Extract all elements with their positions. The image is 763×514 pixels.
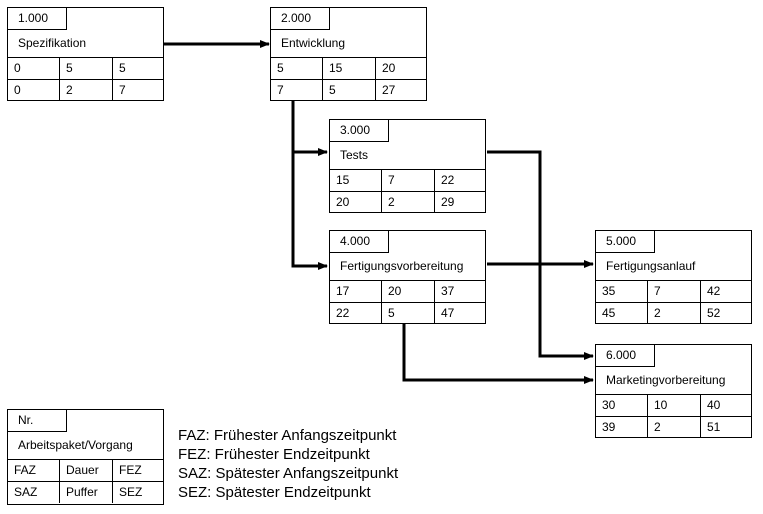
dauer-value: 5 bbox=[60, 58, 113, 79]
node-tests: 3.000 Tests 15 7 22 20 2 29 bbox=[329, 119, 486, 213]
legend-name-label: Arbeitspaket/Vorgang bbox=[18, 438, 133, 452]
node-id: 5.000 bbox=[596, 231, 655, 253]
node-values: 15 7 22 20 2 29 bbox=[330, 169, 485, 213]
puffer-value: 2 bbox=[648, 303, 701, 324]
dauer-value: 10 bbox=[648, 395, 701, 416]
legend-faz: FAZ bbox=[8, 460, 60, 481]
fez-value: 42 bbox=[707, 284, 721, 298]
faz-value: 30 bbox=[596, 395, 648, 416]
arrow-3-to-6 bbox=[487, 150, 594, 360]
node-name: Marketingvorbereitung bbox=[606, 373, 726, 387]
node-name: Tests bbox=[340, 148, 369, 162]
faz-value: 0 bbox=[8, 58, 60, 79]
puffer-value: 2 bbox=[382, 192, 435, 213]
node-id: 3.000 bbox=[330, 120, 389, 142]
legend-values: FAZ Dauer FEZ SAZ Puffer SEZ bbox=[8, 459, 163, 503]
saz-value: 7 bbox=[271, 80, 323, 101]
saz-value: 45 bbox=[596, 303, 648, 324]
saz-value: 20 bbox=[330, 192, 382, 213]
node-entwicklung: 2.000 Entwicklung 5 15 20 7 5 27 bbox=[270, 7, 427, 101]
sez-value: 52 bbox=[707, 306, 721, 320]
node-id: 1.000 bbox=[8, 8, 67, 30]
dauer-value: 7 bbox=[648, 281, 701, 302]
fez-value: 37 bbox=[441, 284, 455, 298]
legend-definition-sez: SEZ: Spätester Endzeitpunkt bbox=[178, 484, 371, 501]
node-values: 35 7 42 45 2 52 bbox=[596, 280, 751, 324]
sez-value: 29 bbox=[441, 195, 455, 209]
faz-value: 15 bbox=[330, 170, 382, 191]
arrow-2-to-3 bbox=[291, 101, 328, 156]
legend-definition-saz: SAZ: Spätester Anfangszeitpunkt bbox=[178, 465, 399, 482]
saz-value: 22 bbox=[330, 303, 382, 324]
dauer-value: 15 bbox=[323, 58, 376, 79]
fez-value: 20 bbox=[382, 61, 396, 75]
legend-dauer: Dauer bbox=[60, 460, 113, 481]
legend-puffer: Puffer bbox=[60, 482, 113, 503]
node-values: 17 20 37 22 5 47 bbox=[330, 280, 485, 324]
puffer-value: 2 bbox=[60, 80, 113, 101]
node-fertigungsvorbereitung: 4.000 Fertigungsvorbereitung 17 20 37 22… bbox=[329, 230, 486, 324]
dauer-value: 20 bbox=[382, 281, 435, 302]
legend-definitions: FAZ: Frühester Anfangszeitpunkt FEZ: Frü… bbox=[178, 426, 398, 502]
sez-value: 47 bbox=[441, 306, 455, 320]
sez-value: 27 bbox=[382, 83, 396, 97]
legend-node-template: Nr. Arbeitspaket/Vorgang FAZ Dauer FEZ S… bbox=[7, 409, 164, 505]
legend-definition-faz: FAZ: Frühester Anfangszeitpunkt bbox=[178, 427, 397, 444]
fez-value: 22 bbox=[441, 173, 455, 187]
arrow-4-to-6 bbox=[402, 323, 594, 384]
arrow-2-to-4 bbox=[291, 152, 328, 270]
node-id: 2.000 bbox=[271, 8, 330, 30]
node-id: 6.000 bbox=[596, 345, 655, 367]
puffer-value: 5 bbox=[323, 80, 376, 101]
node-name: Fertigungsvorbereitung bbox=[340, 259, 464, 273]
faz-value: 35 bbox=[596, 281, 648, 302]
node-name: Spezifikation bbox=[18, 36, 87, 50]
faz-value: 5 bbox=[271, 58, 323, 79]
node-name: Entwicklung bbox=[281, 36, 346, 50]
faz-value: 17 bbox=[330, 281, 382, 302]
saz-value: 39 bbox=[596, 417, 648, 438]
node-id: 4.000 bbox=[330, 231, 389, 253]
node-marketingvorbereitung: 6.000 Marketingvorbereitung 30 10 40 39 … bbox=[595, 344, 752, 438]
puffer-value: 2 bbox=[648, 417, 701, 438]
node-values: 5 15 20 7 5 27 bbox=[271, 57, 426, 101]
sez-value: 51 bbox=[707, 420, 721, 434]
sez-value: 7 bbox=[119, 83, 126, 97]
node-values: 0 5 5 0 2 7 bbox=[8, 57, 163, 101]
node-values: 30 10 40 39 2 51 bbox=[596, 394, 751, 438]
legend-definition-fez: FEZ: Frühester Endzeitpunkt bbox=[178, 446, 370, 463]
fez-value: 5 bbox=[119, 61, 126, 75]
node-fertigungsanlauf: 5.000 Fertigungsanlauf 35 7 42 45 2 52 bbox=[595, 230, 752, 324]
legend-id-label: Nr. bbox=[8, 410, 67, 432]
node-name: Fertigungsanlauf bbox=[606, 259, 696, 273]
node-spezifikation: 1.000 Spezifikation 0 5 5 0 2 7 bbox=[7, 7, 164, 101]
legend-saz: SAZ bbox=[8, 482, 60, 503]
fez-value: 40 bbox=[707, 398, 721, 412]
legend-fez: FEZ bbox=[119, 463, 142, 477]
puffer-value: 5 bbox=[382, 303, 435, 324]
legend-sez: SEZ bbox=[119, 485, 143, 499]
dauer-value: 7 bbox=[382, 170, 435, 191]
saz-value: 0 bbox=[8, 80, 60, 101]
